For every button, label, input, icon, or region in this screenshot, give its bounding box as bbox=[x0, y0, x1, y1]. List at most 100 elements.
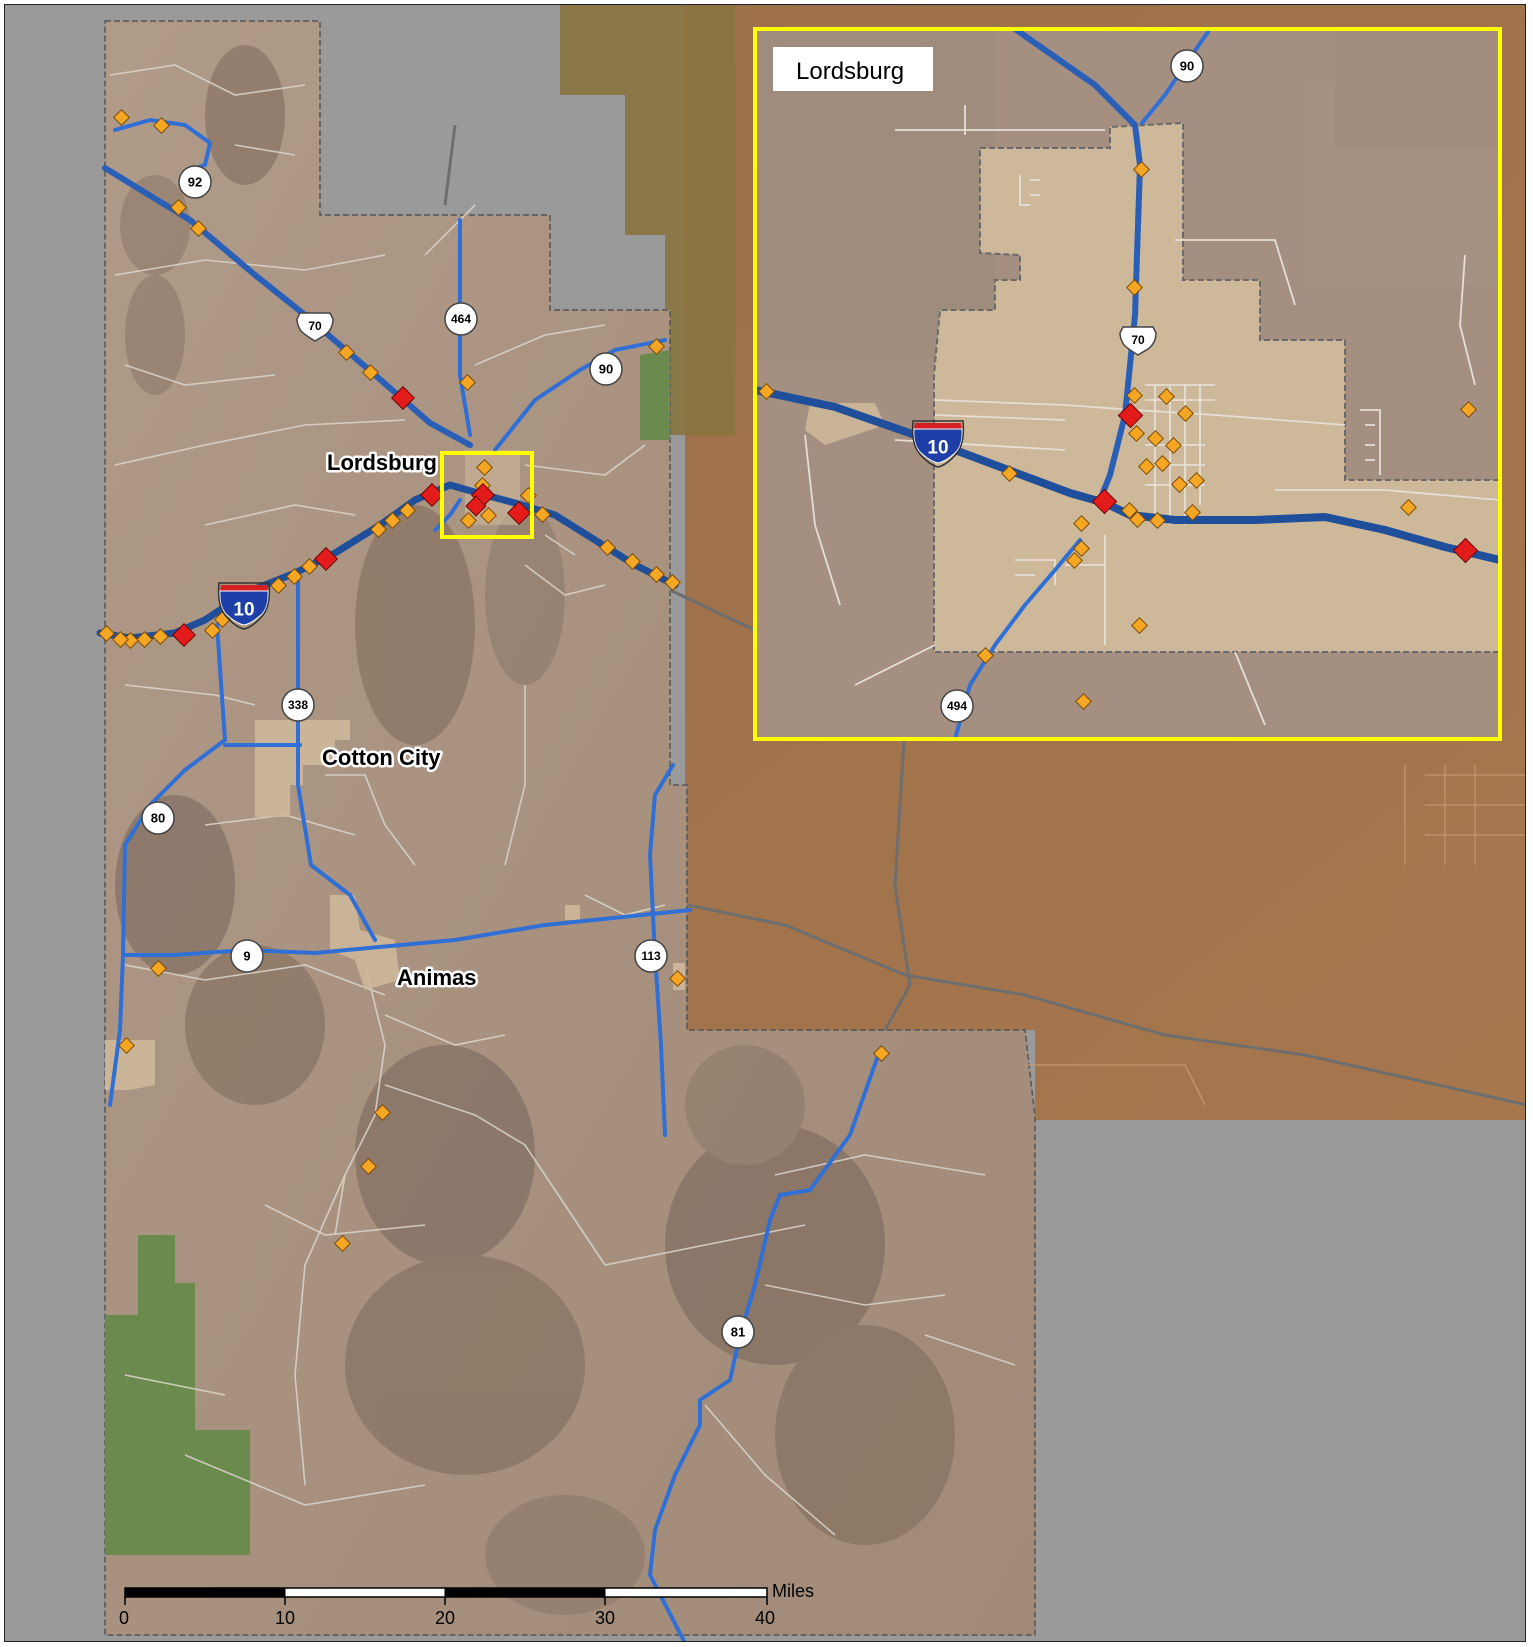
crash-marker bbox=[648, 338, 665, 355]
route-shields: 92 70 464 90 338 80 9 113 bbox=[141, 165, 755, 1349]
crash-marker bbox=[1126, 387, 1143, 404]
crash-marker bbox=[1138, 458, 1155, 475]
route-shield-464: 464 bbox=[444, 302, 478, 336]
inset-route-shield-90: 90 bbox=[1170, 49, 1204, 83]
crash-marker bbox=[1165, 437, 1182, 454]
crash-marker bbox=[384, 512, 401, 529]
svg-text:338: 338 bbox=[288, 698, 308, 712]
svg-text:70: 70 bbox=[1131, 333, 1145, 347]
crash-marker bbox=[1128, 425, 1145, 442]
hillshade-texture bbox=[115, 45, 955, 1615]
severe-crash-markers bbox=[171, 385, 532, 648]
crash-marker bbox=[1073, 515, 1090, 532]
scale-tick-label: 40 bbox=[755, 1608, 775, 1628]
crash-marker bbox=[399, 502, 416, 519]
lordsburg-inset-map: 90 70 494 10 Lordsburg bbox=[753, 27, 1502, 741]
svg-text:70: 70 bbox=[308, 319, 322, 333]
crash-marker bbox=[758, 383, 775, 400]
crash-marker bbox=[1129, 511, 1146, 528]
map-canvas: 92 70 464 90 338 80 9 113 bbox=[96, 5, 1525, 1641]
crash-marker bbox=[476, 459, 493, 476]
us-route-shield-70: 70 bbox=[296, 312, 334, 342]
crash-marker bbox=[1121, 502, 1138, 519]
svg-text:80: 80 bbox=[151, 811, 165, 826]
crash-marker bbox=[270, 577, 287, 594]
inset-us-route-shield-70: 70 bbox=[1119, 326, 1157, 356]
crash-marker bbox=[204, 622, 221, 639]
svg-text:92: 92 bbox=[188, 175, 202, 190]
route-shield-81: 81 bbox=[721, 1315, 755, 1349]
map-frame: 92 70 464 90 338 80 9 113 bbox=[4, 4, 1526, 1642]
town-label-cotton-city: Cotton City bbox=[322, 745, 441, 770]
crash-marker bbox=[153, 117, 170, 134]
crash-marker bbox=[648, 566, 665, 583]
crash-marker bbox=[1188, 472, 1205, 489]
crash-marker bbox=[459, 374, 476, 391]
severe-crash-marker bbox=[390, 385, 416, 411]
crash-marker bbox=[1171, 476, 1188, 493]
inset-minor-roads bbox=[804, 105, 1500, 726]
crash-marker bbox=[362, 364, 379, 381]
crash-marker bbox=[170, 199, 187, 216]
crash-marker bbox=[1400, 499, 1417, 516]
crash-marker bbox=[118, 1037, 135, 1054]
state-highways bbox=[108, 118, 882, 1641]
crash-marker bbox=[122, 632, 139, 649]
inset-crash-markers bbox=[758, 161, 1477, 710]
crash-marker bbox=[624, 553, 641, 570]
crash-marker bbox=[873, 1045, 890, 1062]
forest-area bbox=[640, 350, 670, 440]
town-label-animas: Animas bbox=[397, 965, 476, 990]
inset-title: Lordsburg bbox=[796, 58, 904, 85]
crash-marker bbox=[1177, 405, 1194, 422]
crash-marker bbox=[664, 574, 681, 591]
svg-text:113: 113 bbox=[641, 949, 661, 963]
crash-marker bbox=[460, 512, 477, 529]
town-area bbox=[565, 905, 580, 920]
inset-border bbox=[753, 27, 1502, 741]
crash-marker bbox=[112, 631, 129, 648]
severe-crash-marker bbox=[1091, 488, 1118, 515]
severe-crash-marker bbox=[419, 482, 445, 508]
olive-region bbox=[560, 5, 735, 435]
scale-tick-label: 20 bbox=[435, 1608, 455, 1628]
svg-text:81: 81 bbox=[731, 1325, 745, 1340]
route-shield-90: 90 bbox=[589, 352, 623, 386]
crash-marker bbox=[977, 647, 994, 664]
lordsburg-locator-box bbox=[440, 451, 534, 539]
crash-marker bbox=[1158, 388, 1175, 405]
scale-tick-label: 10 bbox=[275, 1608, 295, 1628]
crash-marker bbox=[599, 539, 616, 556]
route-shield-113: 113 bbox=[634, 939, 668, 973]
town-area-animas bbox=[330, 895, 400, 990]
inset-title-box bbox=[773, 47, 933, 91]
crash-marker bbox=[98, 625, 115, 642]
crash-marker bbox=[136, 631, 153, 648]
crash-marker bbox=[1460, 401, 1477, 418]
severe-crash-marker bbox=[506, 500, 532, 526]
crash-marker bbox=[1184, 504, 1201, 521]
severe-crash-marker bbox=[465, 495, 487, 517]
town-label-lordsburg: Lordsburg bbox=[327, 450, 437, 475]
crash-marker bbox=[190, 220, 207, 237]
svg-text:10: 10 bbox=[233, 600, 254, 621]
forest-area bbox=[105, 1235, 250, 1555]
crash-marker bbox=[1149, 512, 1166, 529]
crash-marker bbox=[1075, 693, 1092, 710]
inset-route-shield-494: 494 bbox=[940, 689, 974, 723]
crash-marker bbox=[150, 960, 167, 977]
severe-crash-marker bbox=[313, 546, 339, 572]
severe-crash-marker bbox=[1452, 537, 1479, 564]
crash-marker bbox=[669, 970, 686, 987]
svg-text:90: 90 bbox=[599, 362, 613, 377]
crash-marker bbox=[152, 628, 169, 645]
crash-marker bbox=[1131, 617, 1148, 634]
crash-marker bbox=[374, 1104, 391, 1121]
svg-text:9: 9 bbox=[243, 949, 250, 964]
crash-marker bbox=[1066, 552, 1083, 569]
crash-marker bbox=[301, 558, 318, 575]
crash-marker bbox=[338, 344, 355, 361]
crash-marker bbox=[360, 1158, 377, 1175]
crash-marker bbox=[334, 1235, 351, 1252]
crash-marker bbox=[1126, 279, 1143, 296]
